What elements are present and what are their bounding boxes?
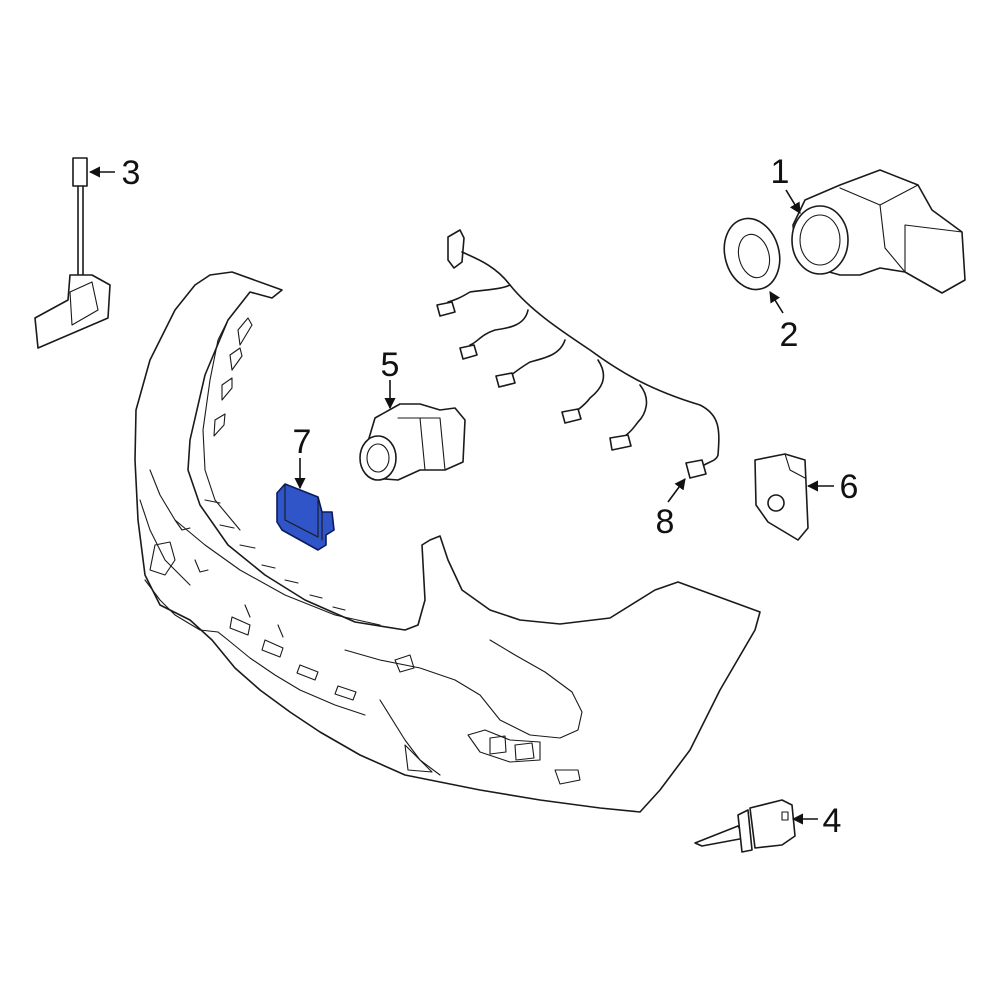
sensor-retainer-ring-2 xyxy=(723,217,781,291)
callout-3: 3 xyxy=(122,154,141,192)
callout-8: 8 xyxy=(656,503,675,541)
callout-leaders xyxy=(88,166,834,825)
sensor-holder-6 xyxy=(754,453,809,541)
bumper-cover xyxy=(134,271,761,813)
parking-sensor-5 xyxy=(359,403,466,481)
wiring-harness-8 xyxy=(436,229,720,479)
callout-6: 6 xyxy=(840,468,859,506)
control-module-7 xyxy=(276,483,335,551)
parking-sensor-1 xyxy=(791,169,966,294)
callout-1: 1 xyxy=(771,153,790,191)
temperature-sensor-4 xyxy=(694,799,796,853)
callout-4: 4 xyxy=(823,802,842,840)
sensor-bracket-with-wire-3 xyxy=(34,157,111,349)
callout-7: 7 xyxy=(293,423,312,461)
callout-2: 2 xyxy=(780,316,799,354)
callout-5: 5 xyxy=(381,346,400,384)
